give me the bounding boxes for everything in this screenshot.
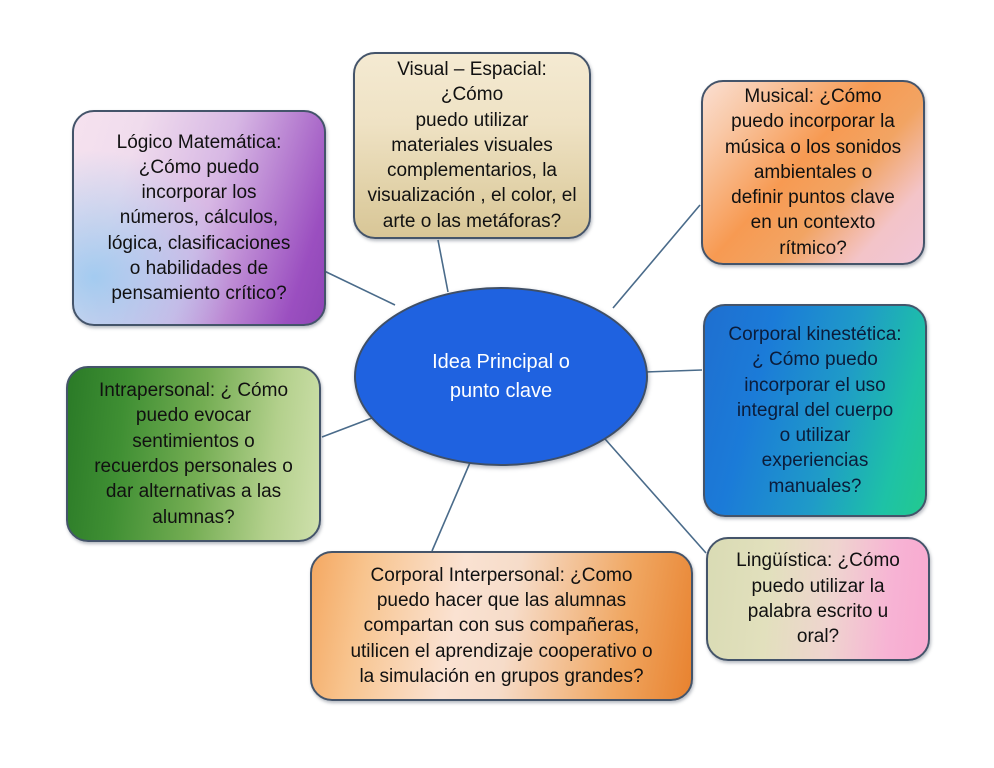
connector-center-to-musical bbox=[612, 204, 701, 309]
node-intrapersonal[interactable]: Intrapersonal: ¿ Cómo puedo evocar senti… bbox=[66, 366, 321, 542]
connector-center-to-visual bbox=[437, 239, 449, 293]
node-idea-principal-label: Idea Principal o punto clave bbox=[432, 350, 570, 402]
connector-center-to-logico bbox=[317, 267, 396, 306]
node-corporal-interpersonal[interactable]: Corporal Interpersonal: ¿Como puedo hace… bbox=[310, 551, 693, 701]
node-logico-matematica[interactable]: Lógico Matemática: ¿Cómo puedo incorpora… bbox=[72, 110, 326, 326]
node-visual-espacial-label: Visual – Espacial: ¿Cómo puedo utilizar … bbox=[367, 59, 577, 232]
connector-center-to-inter bbox=[431, 457, 473, 552]
node-visual-espacial[interactable]: Visual – Espacial: ¿Cómo puedo utilizar … bbox=[353, 52, 591, 239]
node-musical[interactable]: Musical: ¿Cómo puedo incorporar la músic… bbox=[701, 80, 925, 265]
node-corporal-kinestetica[interactable]: Corporal kinestética: ¿ Cómo puedo incor… bbox=[703, 304, 927, 517]
node-corporal-interpersonal-label: Corporal Interpersonal: ¿Como puedo hace… bbox=[350, 564, 653, 687]
connector-center-to-kines bbox=[644, 369, 703, 373]
connector-center-to-intra bbox=[321, 417, 373, 438]
node-corporal-kinestetica-label: Corporal kinestética: ¿ Cómo puedo incor… bbox=[728, 324, 902, 497]
node-musical-label: Musical: ¿Cómo puedo incorporar la músic… bbox=[724, 86, 902, 259]
node-linguistica[interactable]: Lingüística: ¿Cómo puedo utilizar la pal… bbox=[706, 537, 930, 661]
node-linguistica-label: Lingüística: ¿Cómo puedo utilizar la pal… bbox=[736, 550, 900, 648]
connector-center-to-ling bbox=[597, 430, 707, 554]
node-idea-principal[interactable]: Idea Principal o punto clave bbox=[354, 287, 648, 466]
node-intrapersonal-label: Intrapersonal: ¿ Cómo puedo evocar senti… bbox=[94, 380, 293, 528]
node-logico-matematica-label: Lógico Matemática: ¿Cómo puedo incorpora… bbox=[107, 131, 291, 305]
